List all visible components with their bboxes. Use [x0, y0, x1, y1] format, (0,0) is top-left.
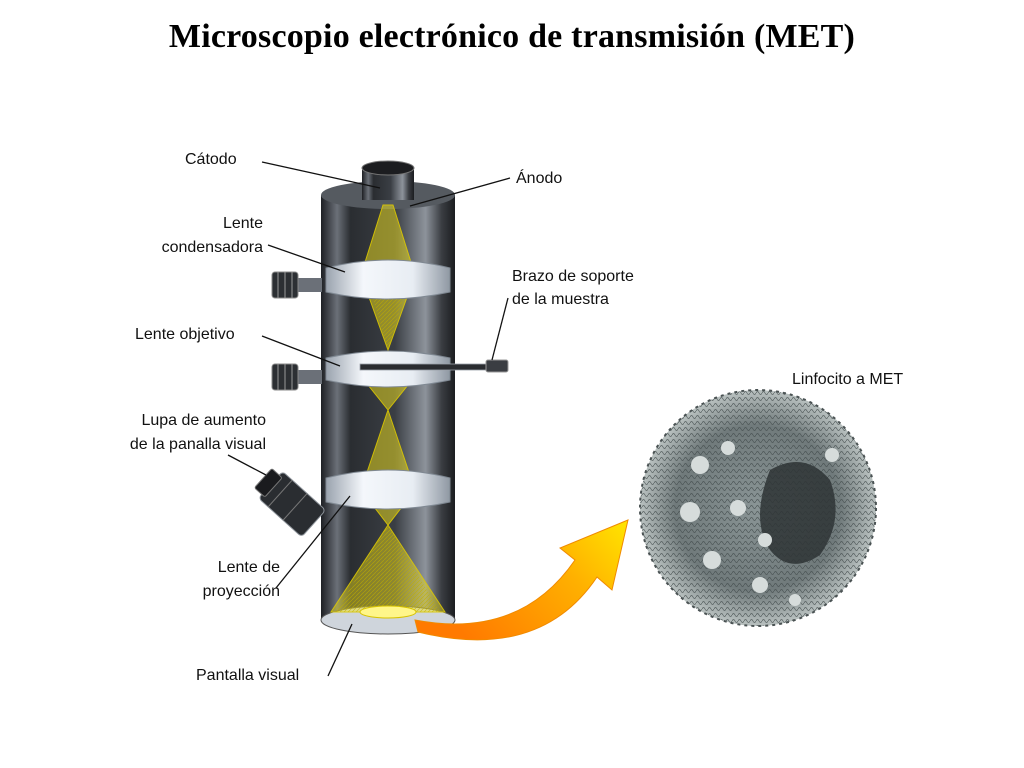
transition-arrow [414, 519, 629, 641]
specimen-holder-arm [359, 359, 509, 373]
projection-lens [325, 469, 451, 510]
label-linfocito: Linfocito a MET [792, 371, 904, 388]
label-catodo: Cátodo [185, 151, 237, 168]
label-pantalla-visual: Pantalla visual [196, 667, 300, 684]
label-lente-condensadora-1: Lente [222, 215, 263, 232]
label-brazo-2: de la muestra [512, 291, 609, 308]
condenser-lens [325, 259, 451, 300]
knob-upper-icon [271, 271, 322, 299]
leader-lines [227, 161, 511, 677]
label-lupa-2: de la panalla visual [129, 436, 266, 453]
label-lente-condensadora-2: condensadora [161, 239, 263, 256]
lymphocyte-micrograph [639, 389, 877, 627]
page-title: Microscopio electrónico de transmisión (… [168, 18, 856, 55]
knob-lower-icon [271, 363, 322, 391]
label-lupa-1: Lupa de aumento [141, 412, 266, 429]
label-lente-objetivo: Lente objetivo [135, 326, 235, 343]
label-lente-proyeccion-2: proyección [202, 583, 280, 600]
viewing-screen [359, 605, 417, 619]
label-lente-proyeccion-1: Lente de [217, 559, 280, 576]
magnifier-eyepiece-icon [254, 468, 325, 536]
label-brazo-1: Brazo de soporte [512, 268, 634, 285]
label-anodo: Ánodo [516, 170, 563, 187]
